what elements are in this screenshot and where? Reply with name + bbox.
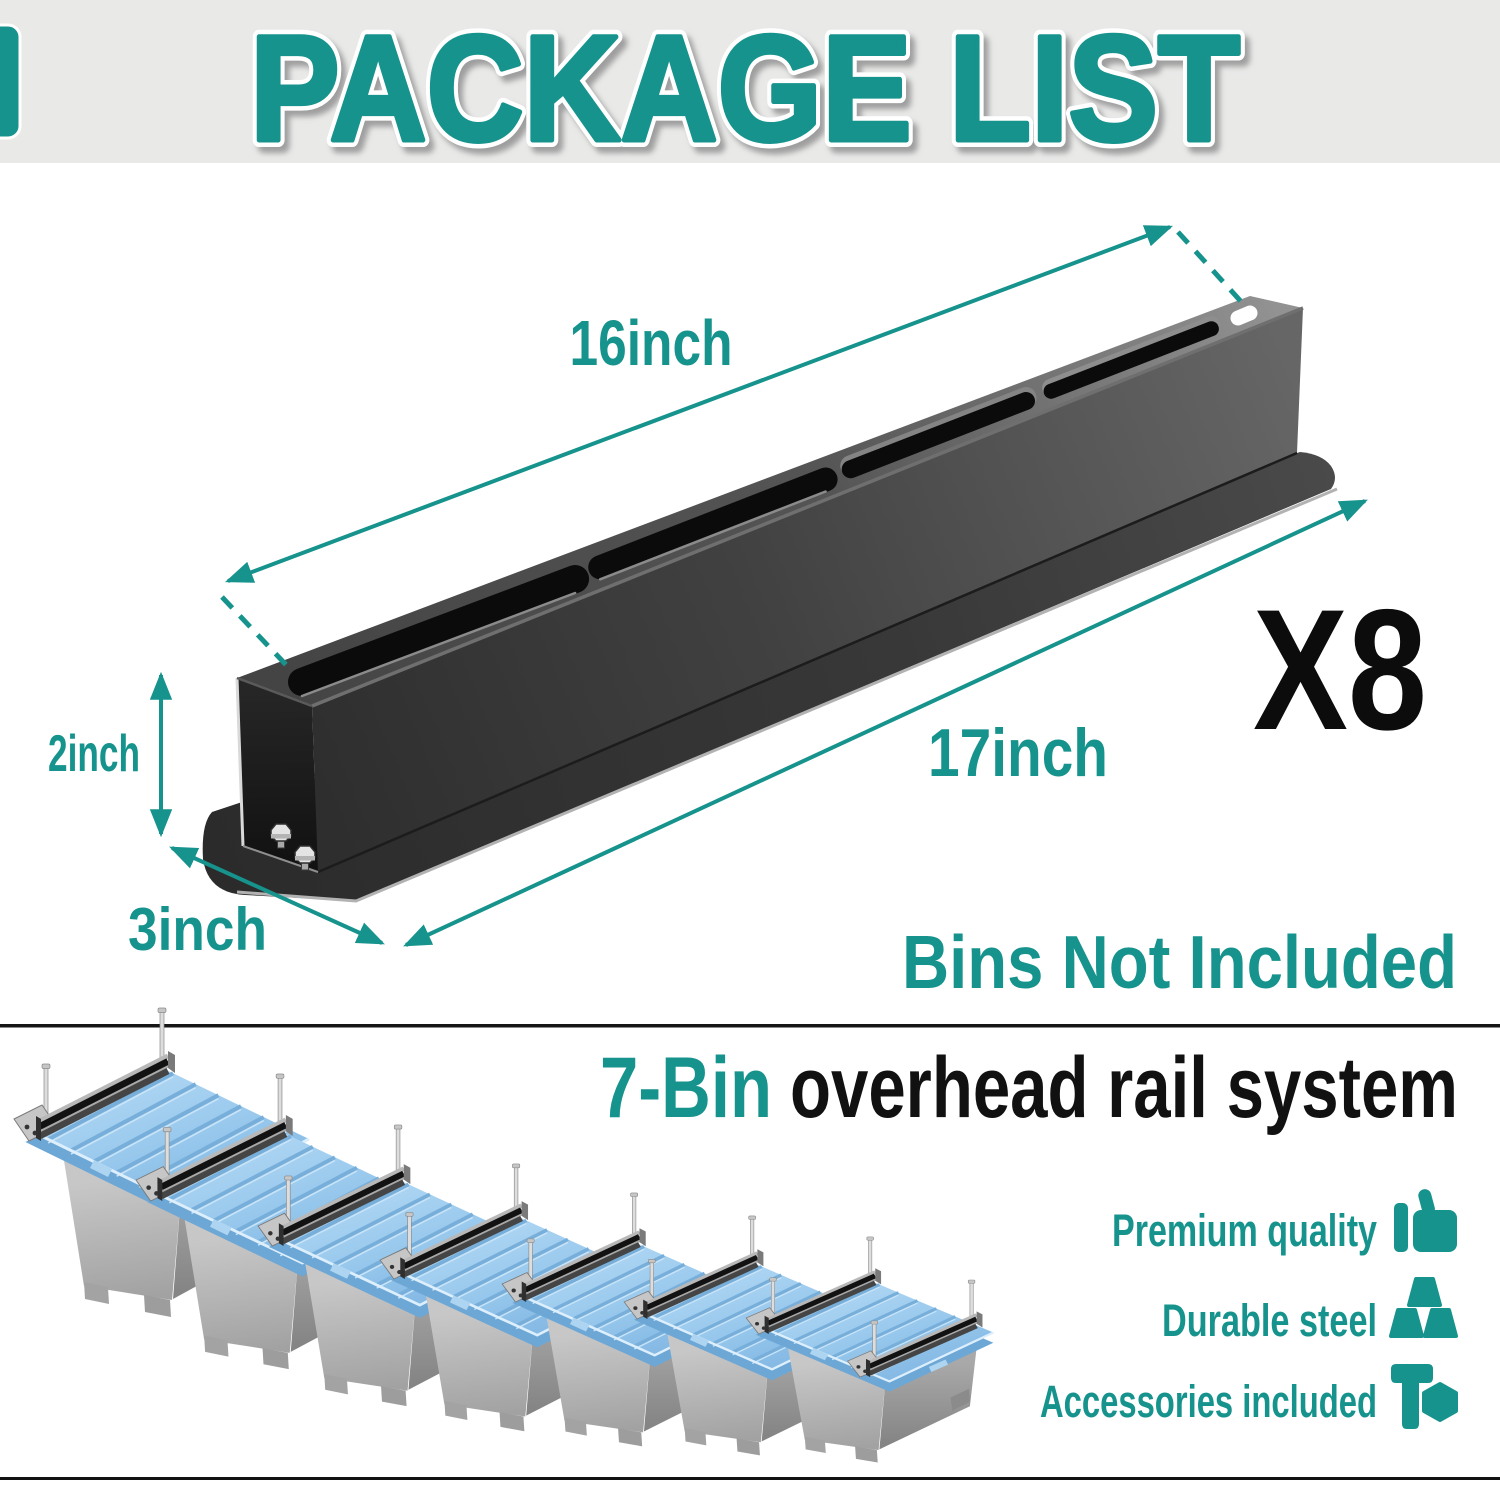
svg-text:Premium quality: Premium quality [1112, 1205, 1377, 1256]
svg-text:X8: X8 [1253, 574, 1427, 766]
svg-text:PACKAGE LIST: PACKAGE LIST [250, 4, 1240, 172]
svg-text:3inch: 3inch [128, 896, 267, 963]
svg-text:17inch: 17inch [928, 715, 1108, 791]
svg-text:Accessories included: Accessories included [1040, 1376, 1377, 1427]
svg-text:Durable steel: Durable steel [1162, 1295, 1377, 1346]
svg-text:PACKAGE LIST: PACKAGE LIST [250, 4, 1240, 172]
svg-text:16inch: 16inch [570, 307, 733, 379]
svg-text:2inch: 2inch [48, 725, 140, 783]
svg-text:overhead rail system: overhead rail system [790, 1040, 1458, 1136]
svg-text:7-Bin: 7-Bin [600, 1040, 772, 1136]
svg-text:Bins Not Included: Bins Not Included [902, 920, 1457, 1004]
